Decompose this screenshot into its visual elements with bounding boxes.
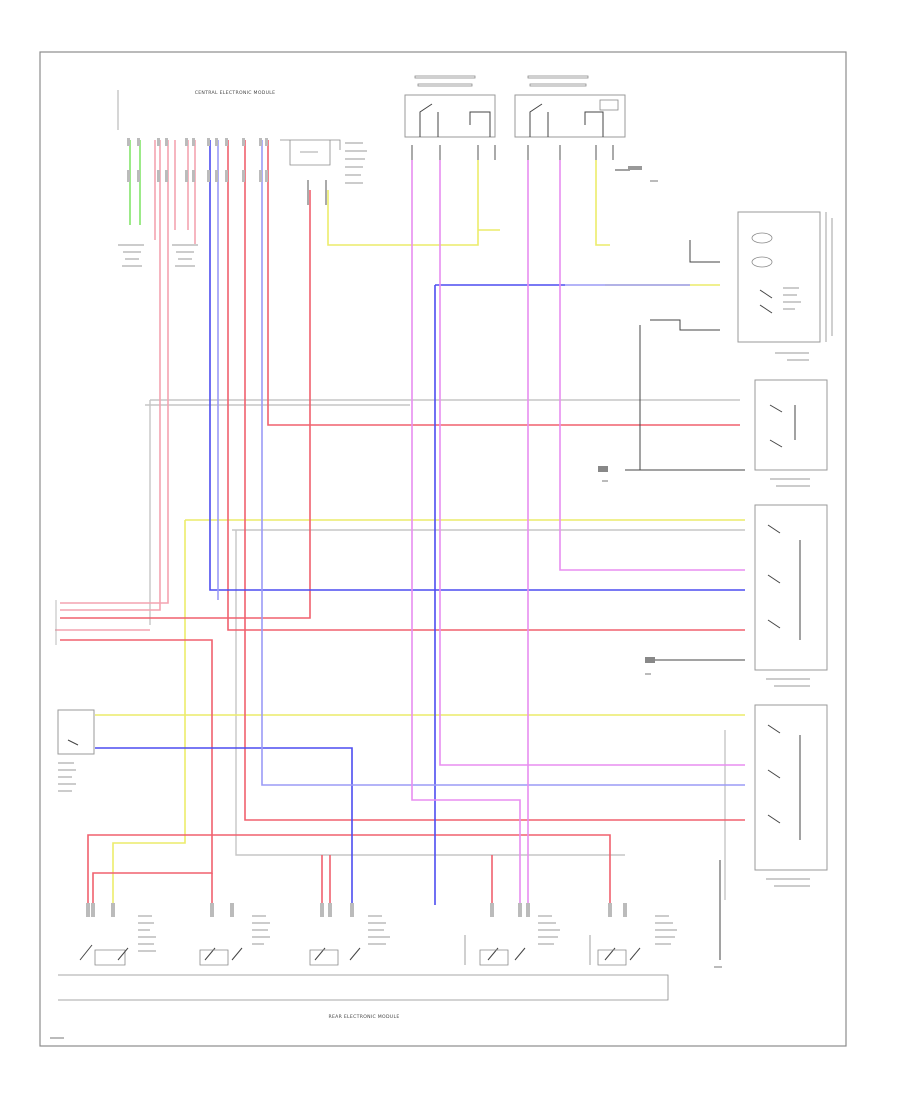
right-relay-block bbox=[404, 75, 496, 160]
diagram-frame bbox=[39, 51, 847, 1047]
component-right-3 bbox=[754, 504, 828, 687]
rear-module-title: REAR ELECTRONIC MODULE bbox=[328, 1014, 399, 1020]
central-module-relay-notes bbox=[345, 142, 367, 184]
rear-electronic-module: REAR ELECTRONIC MODULE bbox=[58, 903, 677, 1020]
central-module-relay bbox=[280, 139, 341, 205]
component-right-4 bbox=[754, 704, 828, 887]
central-electronic-module: CENTRAL ELECTRONIC MODULE bbox=[117, 90, 367, 267]
wire-destination-notes bbox=[118, 244, 198, 267]
component-right-2 bbox=[754, 379, 828, 487]
pink-wires bbox=[55, 140, 196, 631]
red-wires bbox=[60, 140, 745, 905]
lightblue-wires bbox=[217, 140, 745, 786]
figure-code-mark bbox=[50, 1037, 64, 1039]
dark-wires bbox=[615, 169, 745, 960]
central-module-title: CENTRAL ELECTRONIC MODULE bbox=[195, 90, 276, 96]
rear-module-connectors bbox=[86, 903, 627, 917]
right-ground-symbols bbox=[598, 466, 722, 968]
central-module-connectors bbox=[127, 138, 268, 182]
component-top-right bbox=[737, 211, 833, 361]
green-wires bbox=[129, 140, 141, 225]
yellow-wires bbox=[95, 160, 745, 905]
left-relay-block bbox=[514, 75, 626, 160]
blue-wires bbox=[95, 140, 745, 905]
magenta-wires bbox=[411, 160, 745, 905]
rear-module-relay-notes bbox=[138, 915, 677, 952]
gray-wires bbox=[145, 399, 745, 900]
top-ground-symbol bbox=[628, 166, 658, 182]
component-left-switch bbox=[57, 709, 95, 792]
rear-module-relays bbox=[79, 935, 641, 966]
